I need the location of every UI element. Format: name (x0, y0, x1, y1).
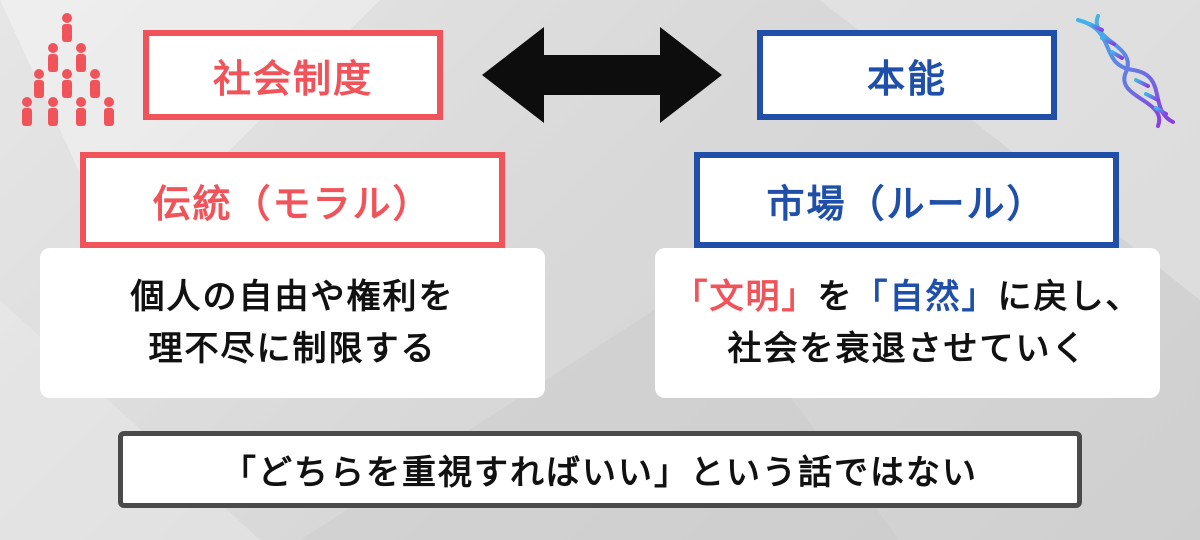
social-system-box: 社会制度 (143, 30, 443, 120)
left-desc-line2: 理不尽に制限する (148, 329, 437, 369)
dna-icon (1076, 14, 1175, 128)
instinct-title: 本能 (866, 56, 947, 101)
double-arrow-icon (482, 27, 722, 123)
right-desc-line1: 「文明」を「自然」に戻し、 (674, 271, 1142, 323)
social-system-title: 社会制度 (212, 56, 373, 101)
right-desc-line2: 社会を衰退させていく (727, 329, 1088, 369)
civilization-term: 「文明」 (673, 277, 818, 317)
tradition-box: 伝統（モラル） (80, 152, 505, 248)
bottom-statement-box: 「どちらを重視すればいい」という話ではない (118, 431, 1082, 508)
nature-term: 「自然」 (853, 277, 998, 317)
left-description-card: 個人の自由や権利を 理不尽に制限する (40, 248, 545, 398)
market-title: 市場（ルール） (766, 181, 1047, 226)
people-pyramid-icon (22, 13, 114, 126)
tradition-title: 伝統（モラル） (152, 181, 433, 226)
right-description-card: 「文明」を「自然」に戻し、 社会を衰退させていく (655, 248, 1160, 398)
bottom-statement: 「どちらを重視すればいい」という話ではない (222, 453, 978, 493)
right-desc-particle: を (817, 277, 854, 317)
market-box: 市場（ルール） (694, 152, 1119, 248)
right-desc-rest: に戻し、 (997, 277, 1142, 317)
left-desc-line1: 個人の自由や権利を (130, 277, 455, 317)
instinct-box: 本能 (757, 30, 1057, 120)
